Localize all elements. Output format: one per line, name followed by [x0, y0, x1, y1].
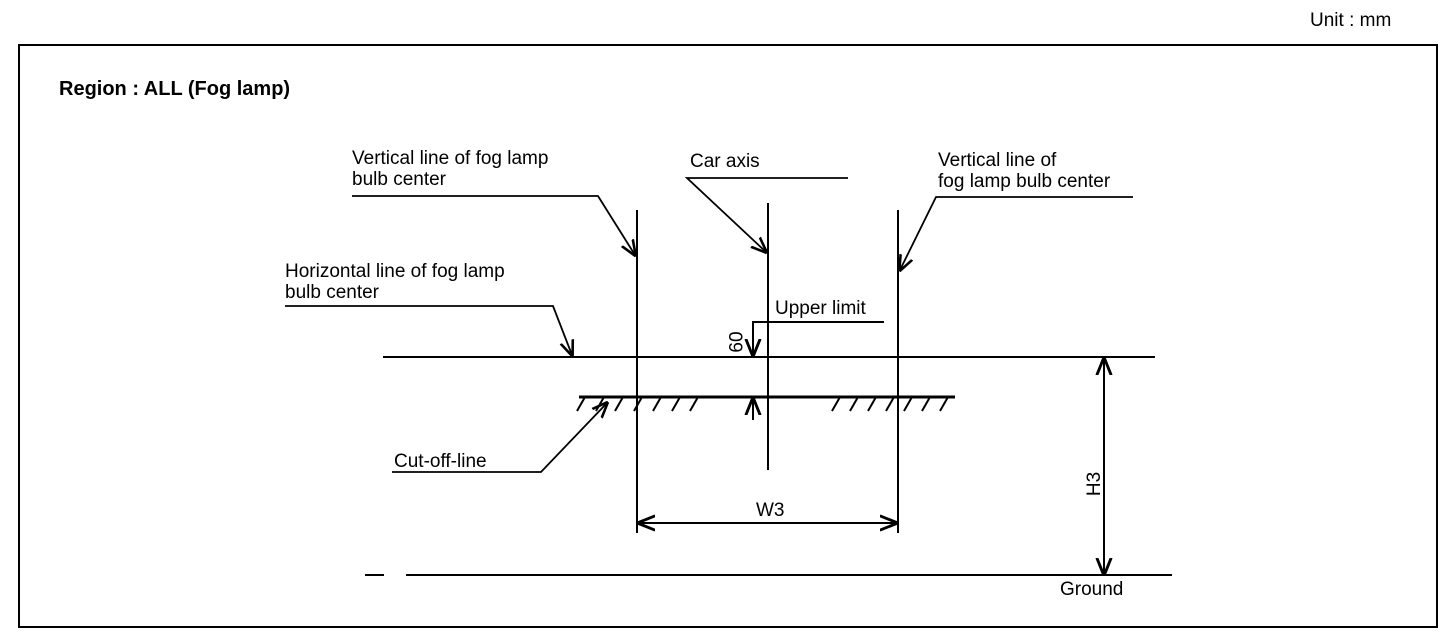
label-vertical-right-line2: fog lamp bulb center: [938, 171, 1111, 192]
label-h3: H3: [1084, 471, 1106, 497]
leader-cut-off: [392, 403, 607, 473]
region-title: Region : ALL (Fog lamp): [59, 78, 291, 100]
label-vertical-left-line2: bulb center: [352, 169, 447, 190]
label-horizontal-line2: bulb center: [285, 282, 380, 303]
cut-off-hatching-right: [831, 396, 949, 412]
label-horizontal-line1: Horizontal line of fog lamp: [285, 261, 505, 282]
cut-off-hatching-left: [576, 396, 699, 412]
label-vertical-right-line1: Vertical line of: [938, 150, 1057, 171]
unit-label: Unit : mm: [1310, 10, 1392, 31]
label-w3: W3: [756, 500, 785, 521]
leader-vertical-right: [900, 196, 1133, 270]
label-car-axis: Car axis: [690, 151, 760, 172]
leader-horizontal: [285, 305, 572, 355]
label-ground: Ground: [1060, 579, 1124, 600]
label-upper-limit: Upper limit: [775, 298, 866, 319]
leader-car-axis: [684, 177, 848, 252]
leader-vertical-left: [352, 195, 635, 255]
upper-limit-leader: [753, 321, 884, 355]
diagram-frame: [18, 44, 1438, 628]
label-dim-60: 60: [726, 331, 748, 353]
label-cut-off-line: Cut-off-line: [394, 451, 487, 472]
label-vertical-left-line1: Vertical line of fog lamp: [352, 148, 549, 169]
